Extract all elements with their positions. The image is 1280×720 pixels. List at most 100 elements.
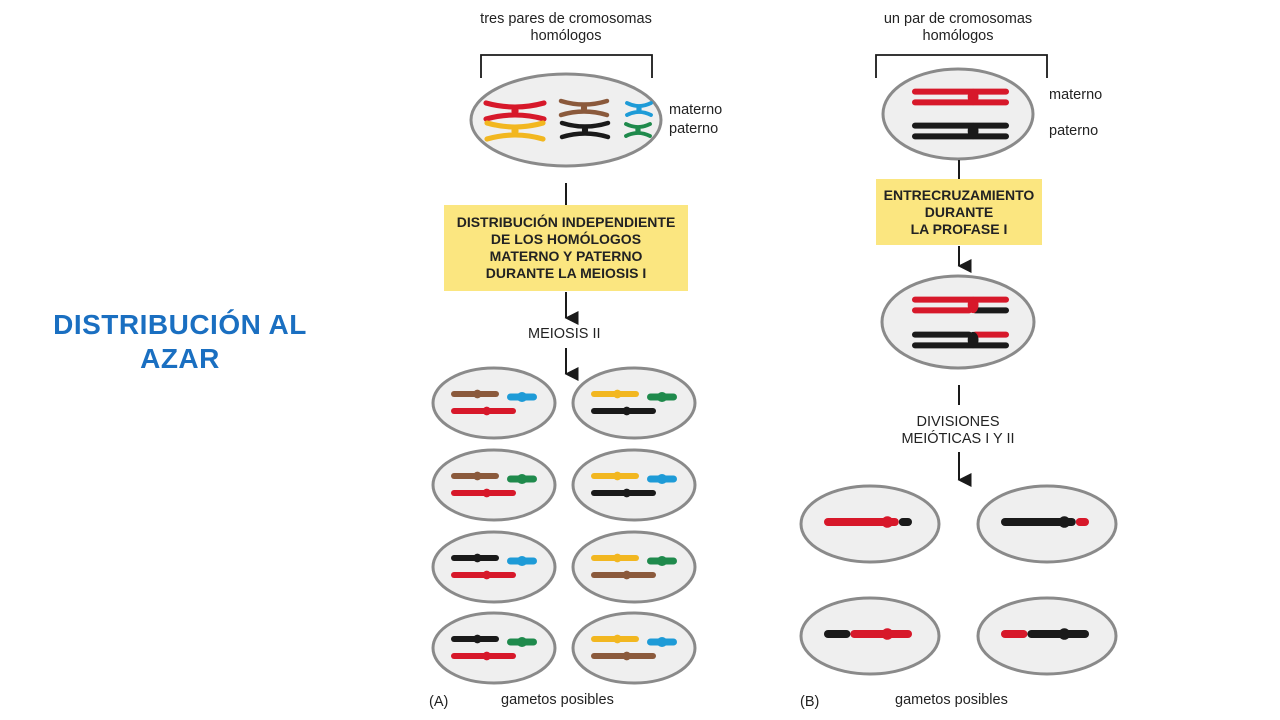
centromere [1058, 628, 1071, 640]
panel-a-chromosome-red [483, 100, 547, 122]
lines-layer [480, 54, 1048, 487]
centromere [511, 106, 519, 116]
panel-b-crossover-paternal [912, 331, 1009, 349]
panel-a-gamete-chromosome-medium [591, 389, 639, 399]
centromere [516, 473, 528, 485]
sister-chromatid-segment [912, 88, 1009, 95]
centromere [635, 126, 641, 134]
panel-a-gamete-chromosome-large [591, 570, 656, 580]
panel-a-parent-cell [469, 72, 663, 168]
panel-a-letter: (A) [429, 694, 449, 710]
panel-b-parent-cell [881, 67, 1035, 161]
centromere [636, 105, 642, 113]
panel-b-crossover-cell [880, 274, 1036, 370]
panel-a-gamete-cell [571, 530, 697, 604]
panel-a-gamete-chromosome-medium [591, 471, 639, 481]
panel-b-paternal-label: paterno [1049, 123, 1099, 139]
panel-a-gamete-cell [431, 366, 557, 440]
slide-title: DISTRIBUCIÓN AL AZAR [20, 308, 340, 376]
panel-a-top-label-line-2: homólogos [530, 28, 602, 44]
panel-b-paternal-chromosome [912, 122, 1009, 140]
centromere [967, 88, 979, 106]
panel-a-gamete-cell [431, 530, 557, 604]
sister-chromatid-segment [912, 331, 973, 338]
centromere [473, 553, 482, 563]
panel-a-step-box: DISTRIBUCIÓN INDEPENDIENTE DE LOS HOMÓLO… [444, 205, 688, 291]
chromatid-segment [1001, 518, 1076, 526]
centromere [613, 471, 622, 481]
panel-b-maternal-label: materno [1049, 87, 1103, 103]
panel-a-gamete-cell [571, 611, 697, 685]
panel-a-maternal-label: materno [669, 102, 723, 118]
panel-a-gamete-chromosome-small [647, 473, 677, 485]
panel-a-gamete-chromosome-medium [451, 389, 499, 399]
centromere [482, 406, 492, 416]
panel-b-step-box: ENTRECRUZAMIENTO DURANTE LA PROFASE I [876, 179, 1042, 245]
centromere [613, 553, 622, 563]
sister-chromatid-segment [912, 342, 1009, 349]
centromere [613, 389, 622, 399]
centromere [473, 634, 482, 644]
centromere [622, 406, 632, 416]
panel-a-gamete-chromosome-large [451, 570, 516, 580]
panel-b-top-label-line-1: un par de cromosomas [883, 11, 1033, 27]
centromere [516, 555, 528, 567]
chromatid-segment [1001, 630, 1028, 638]
centromere [580, 104, 588, 112]
panel-b-crossover-maternal [912, 296, 1009, 314]
panel-a-gamete-cell [431, 611, 557, 685]
panel-a-bracket [480, 54, 653, 78]
panel-a-gamete-chromosome-medium [451, 471, 499, 481]
panel-a-gamete-cell [571, 448, 697, 522]
centromere [622, 651, 632, 661]
cells-layer [431, 67, 1118, 685]
panel-a-gamete-chromosome-large [591, 488, 656, 498]
sister-chromatid-segment [912, 99, 1009, 106]
panel-b-gamete-chromosome [1001, 516, 1089, 528]
panel-a-top-label-line-1: tres pares de cromosomas [480, 11, 652, 27]
panel-a-gamete-chromosome-large [451, 488, 516, 498]
sister-chromatid-segment [912, 122, 1009, 129]
panel-b-bracket [875, 54, 1048, 78]
panel-a-gamete-chromosome-medium [591, 634, 639, 644]
centromere [967, 296, 979, 314]
panel-a-gamete-cell [431, 448, 557, 522]
chromatid-segment [824, 630, 851, 638]
panel-a-paternal-label: paterno [669, 121, 719, 137]
chromatid-segment [1075, 518, 1089, 526]
panel-b-top-label-line-2: homólogos [922, 28, 994, 44]
panel-b-gamete-chromosome [824, 628, 912, 640]
panel-a-gamete-chromosome-medium [591, 553, 639, 563]
panel-a-gametes-label: gametos posibles [501, 692, 614, 708]
chromatid-segment [1027, 630, 1089, 638]
panel-b-gametes-label: gametos posibles [895, 692, 1008, 708]
centromere [581, 126, 589, 134]
centromere [656, 391, 668, 403]
panel-a-gamete-cell [571, 366, 697, 440]
centromere [473, 389, 482, 399]
chromatid-segment [850, 630, 912, 638]
sister-chromatid-segment [912, 296, 1009, 303]
sister-chromatid-segment [912, 133, 1009, 140]
centromere [482, 570, 492, 580]
centromere [656, 636, 668, 648]
panel-a-top-label: tres pares de cromosomas homólogos [448, 11, 684, 45]
panel-a-gamete-chromosome-small [507, 473, 537, 485]
panel-a-gamete-chromosome-medium [451, 553, 499, 563]
panel-a-gamete-chromosome-large [451, 651, 516, 661]
panel-b-letter: (B) [800, 694, 820, 710]
panel-b-divisions-line-2: MEIÓTICAS I Y II [901, 431, 1015, 447]
panel-a-gamete-chromosome-medium [451, 634, 499, 644]
centromere [622, 488, 632, 498]
sister-chromatid-segment [912, 307, 973, 314]
sister-chromatid-segment [972, 307, 1009, 314]
centromere [473, 471, 482, 481]
centromere [511, 126, 519, 136]
panel-b-maternal-chromosome [912, 88, 1009, 106]
panel-a-gamete-chromosome-large [451, 406, 516, 416]
panel-b-gamete-chromosome [1001, 628, 1089, 640]
centromere [656, 473, 668, 485]
panel-b-divisions-label: DIVISIONES MEIÓTICAS I Y II [878, 414, 1038, 448]
panel-a-gamete-chromosome-large [591, 651, 656, 661]
